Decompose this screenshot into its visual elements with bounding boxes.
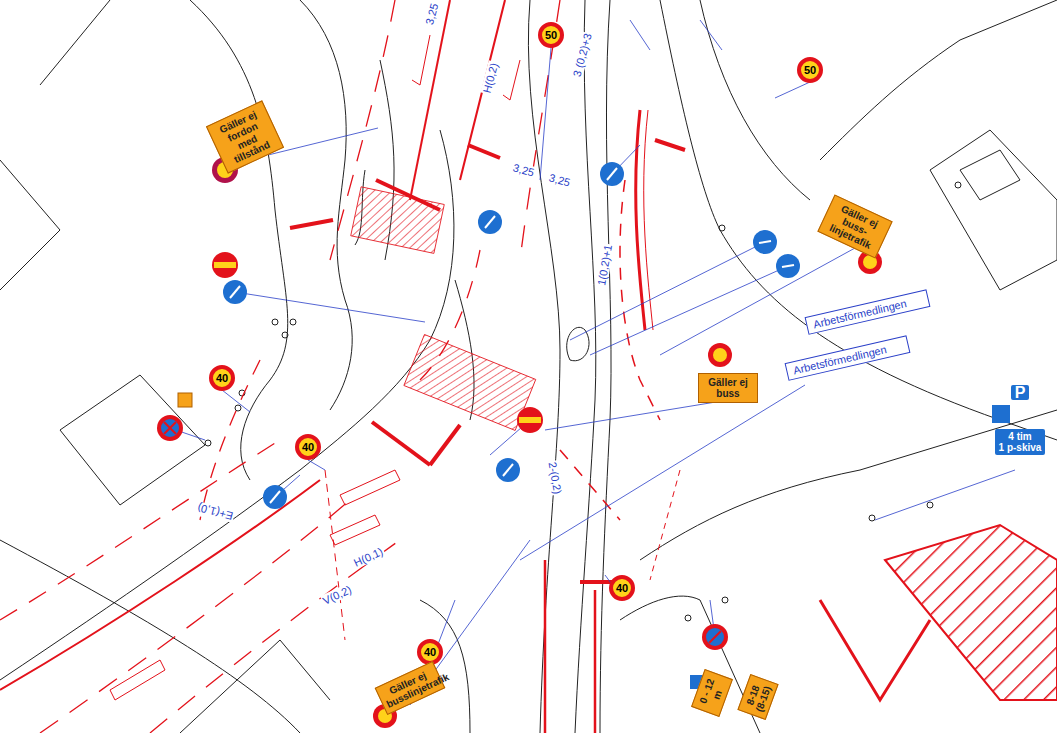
road-markings (0, 0, 930, 733)
parking-sign: 4 tim1 p-skiva (995, 429, 1046, 455)
speed-limit-sign: 50 (797, 57, 823, 83)
lane-dimension: 3,25 (511, 161, 537, 179)
sign-text: 0 - 12 m (696, 674, 728, 712)
supplementary-sign: Gäller ej busslinjetrafik (375, 661, 446, 715)
parking-sign: P (1011, 385, 1030, 400)
sign-text: 8-18 (8-15) (743, 679, 774, 715)
lane-dimension: 3 (0,2)+3 (570, 31, 594, 79)
sign-text: Gäller ej buss-linjetrafik (823, 199, 888, 253)
sign-text: Gäller ej busslinjetrafik (380, 666, 440, 710)
sign-text: 4 tim (999, 431, 1042, 442)
speed-limit-sign: 40 (609, 575, 635, 601)
supplementary-sign: Gäller ej buss (698, 373, 758, 403)
supplementary-sign: 8-18 (8-15) (737, 674, 778, 720)
lane-dimension: H(0,1) (351, 545, 386, 570)
lane-dimension: 1(0,2)+1 (595, 243, 614, 288)
speed-limit-sign: 40 (295, 434, 321, 460)
lane-dimension: 2-(0,2) (546, 460, 564, 496)
lane-dimension: 3,25 (547, 171, 573, 189)
sign-text: P (1015, 387, 1026, 398)
direction-sign: Arbetsförmedlingen (785, 335, 911, 381)
sign-symbols (157, 157, 1010, 728)
speed-limit-sign: 40 (209, 365, 235, 391)
sign-text: 50 (801, 61, 819, 79)
sign-text: 40 (299, 438, 317, 456)
lane-dimension: 3,25 (423, 1, 441, 27)
lane-dimension: E+(1,0) (195, 501, 235, 523)
sign-text: 1 p-skiva (999, 442, 1042, 453)
sign-text: 40 (421, 643, 439, 661)
sign-text: 40 (613, 579, 631, 597)
supplementary-sign: Gäller ej buss-linjetrafik (817, 194, 892, 258)
direction-sign: Arbetsförmedlingen (805, 289, 931, 335)
speed-limit-sign: 50 (538, 22, 564, 48)
sign-text: 50 (542, 26, 560, 44)
leader-lines (170, 20, 1015, 705)
sign-text: Gäller ej buss (702, 377, 754, 399)
sign-text: 40 (213, 369, 231, 387)
lane-dimension: H(0,2) (480, 61, 500, 96)
sign-text: Arbetsförmedlingen (812, 297, 908, 330)
